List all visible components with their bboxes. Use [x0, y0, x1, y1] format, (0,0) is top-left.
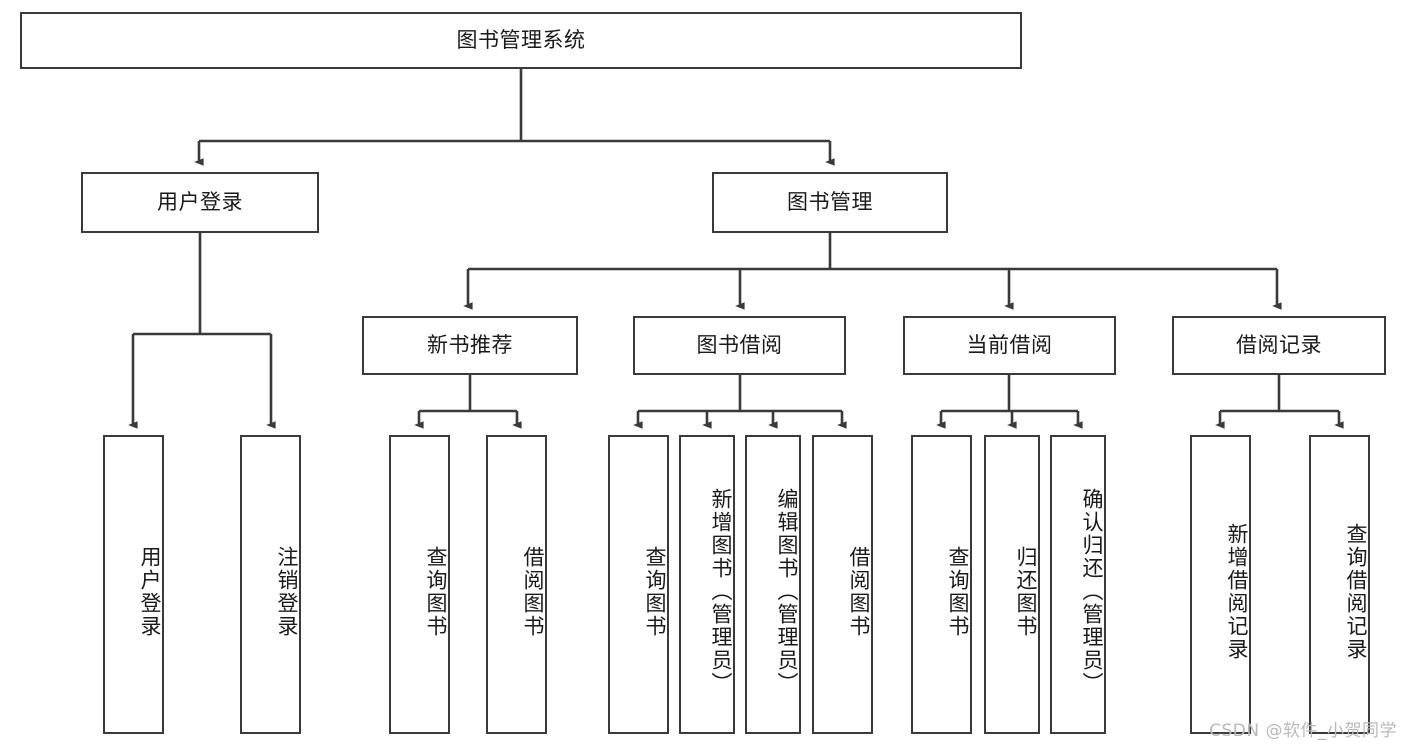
- leaf-add-borrow-record-label: 新增借阅记录: [1225, 522, 1249, 661]
- leaf-confirm-return-admin[interactable]: 确认归还（管理员）: [1050, 435, 1106, 734]
- leaf-query-book-rec-label: 查询图书: [424, 545, 448, 638]
- node-book-manage[interactable]: 图书管理: [712, 172, 948, 233]
- leaf-confirm-return-admin-label: 确认归还（管理员）: [1080, 488, 1104, 695]
- leaf-add-book-admin[interactable]: 新增图书（管理员）: [679, 435, 735, 734]
- leaf-query-book-cur-label: 查询图书: [946, 545, 970, 638]
- node-book-borrow-label: 图书借阅: [696, 332, 783, 357]
- leaf-add-book-admin-label: 新增图书（管理员）: [709, 488, 733, 695]
- leaf-borrow-book-rec-label: 借阅图书: [521, 545, 545, 638]
- node-borrow-record-label: 借阅记录: [1236, 332, 1322, 357]
- leaf-borrow-book[interactable]: 借阅图书: [812, 435, 873, 734]
- leaf-borrow-book-rec[interactable]: 借阅图书: [486, 435, 547, 734]
- node-current-borrow[interactable]: 当前借阅: [903, 316, 1116, 375]
- leaf-edit-book-admin[interactable]: 编辑图书（管理员）: [745, 435, 801, 734]
- node-current-borrow-label: 当前借阅: [966, 332, 1053, 357]
- leaf-user-logout-label: 注销登录: [275, 545, 299, 638]
- leaf-query-book-cur[interactable]: 查询图书: [911, 435, 972, 734]
- node-user-login[interactable]: 用户登录: [81, 172, 319, 233]
- node-new-book-rec[interactable]: 新书推荐: [362, 316, 578, 375]
- leaf-user-logout[interactable]: 注销登录: [240, 435, 301, 734]
- node-new-book-rec-label: 新书推荐: [427, 332, 513, 357]
- leaf-query-book-rec[interactable]: 查询图书: [389, 435, 450, 734]
- leaf-query-book-borrow-label: 查询图书: [643, 545, 667, 638]
- leaf-borrow-book-label: 借阅图书: [847, 545, 871, 638]
- leaf-return-book-label: 归还图书: [1014, 545, 1038, 638]
- csdn-watermark: CSDN @软件_小贺同学: [1209, 721, 1397, 741]
- node-root-label: 图书管理系统: [456, 27, 586, 52]
- leaf-edit-book-admin-label: 编辑图书（管理员）: [775, 488, 799, 695]
- node-book-manage-label: 图书管理: [787, 189, 873, 214]
- leaf-query-borrow-record-label: 查询借阅记录: [1344, 522, 1368, 661]
- leaf-query-book-borrow[interactable]: 查询图书: [608, 435, 669, 734]
- leaf-query-borrow-record[interactable]: 查询借阅记录: [1309, 435, 1370, 734]
- leaf-add-borrow-record[interactable]: 新增借阅记录: [1190, 435, 1251, 734]
- node-root[interactable]: 图书管理系统: [20, 12, 1022, 69]
- node-user-login-label: 用户登录: [157, 189, 243, 214]
- node-book-borrow[interactable]: 图书借阅: [633, 316, 846, 375]
- node-borrow-record[interactable]: 借阅记录: [1172, 316, 1386, 375]
- leaf-return-book[interactable]: 归还图书: [984, 435, 1040, 734]
- leaf-user-login[interactable]: 用户登录: [103, 435, 164, 734]
- leaf-user-login-label: 用户登录: [138, 545, 162, 638]
